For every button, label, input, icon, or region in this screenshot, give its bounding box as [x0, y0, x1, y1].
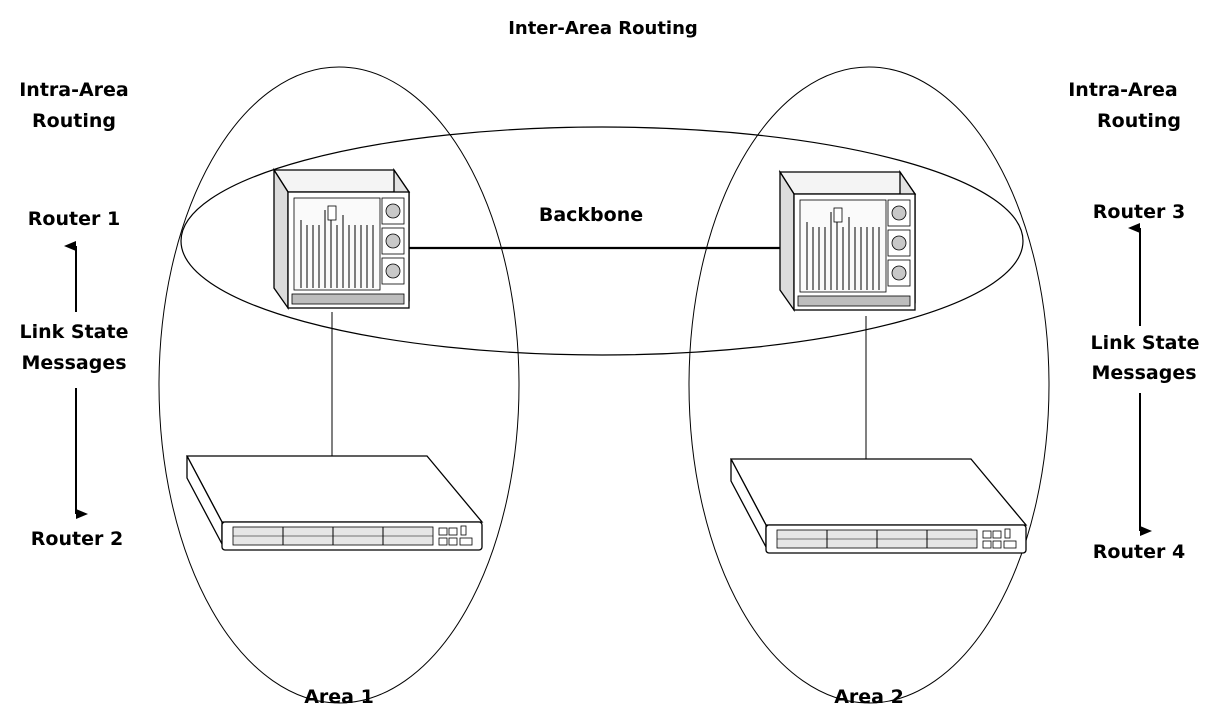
right-heading-line1: Intra-Area [1068, 79, 1178, 101]
area-2-boundary [688, 66, 1050, 704]
right-heading-line2: Routing [1097, 110, 1181, 132]
diagram-title: Inter-Area Routing [508, 18, 698, 39]
right-messages-line1: Link State [1091, 332, 1200, 354]
area-1-boundary [158, 66, 520, 704]
area-1-switch [186, 455, 483, 551]
router-3-label: Router 3 [1093, 201, 1185, 223]
left-messages-line1: Link State [20, 321, 129, 343]
router-1-label: Router 1 [28, 208, 120, 230]
backbone-boundary [180, 126, 1024, 356]
left-messages-line2: Messages [21, 352, 126, 374]
area-2-label: Area 2 [834, 686, 904, 708]
area-2-switch [730, 458, 1027, 554]
area-2-backbone-router [779, 171, 916, 311]
right-messages-line2: Messages [1091, 362, 1196, 384]
backbone-label: Backbone [539, 204, 643, 226]
router-4-label: Router 4 [1093, 541, 1185, 563]
left-heading-line2: Routing [32, 110, 116, 132]
area-1-label: Area 1 [304, 686, 374, 708]
router-2-label: Router 2 [31, 528, 123, 550]
area-1-backbone-router [273, 169, 410, 309]
left-heading-line1: Intra-Area [19, 79, 129, 101]
